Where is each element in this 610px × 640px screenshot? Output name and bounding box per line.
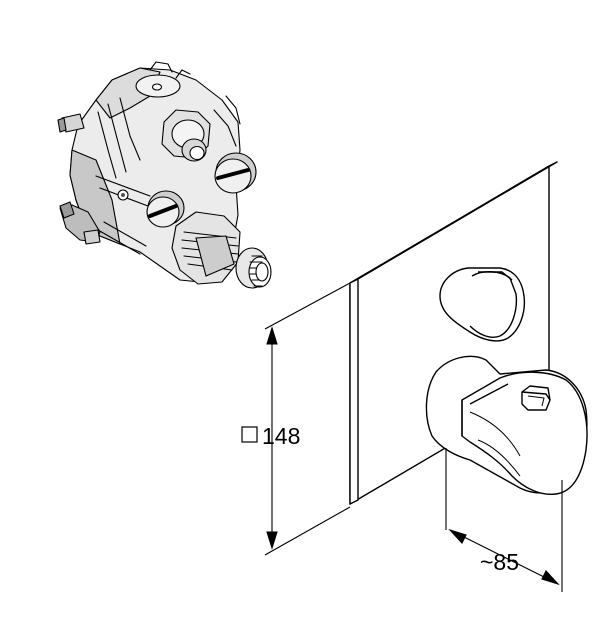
height-label: 148 — [262, 423, 300, 449]
depth-dimension-line — [449, 529, 559, 585]
cover-plate — [349, 161, 558, 505]
height-arrow-top — [266, 326, 278, 345]
cover-plate-edge — [349, 278, 359, 505]
diverter-handle — [439, 267, 526, 342]
depth-arrow-right — [541, 570, 560, 586]
height-dimension — [264, 282, 351, 556]
thermostat-knob — [425, 355, 588, 495]
height-extension-top — [264, 282, 351, 330]
square-symbol — [241, 426, 258, 443]
depth-arrow-left — [448, 528, 467, 544]
depth-label: ~85 — [480, 549, 519, 575]
knob-indicator — [521, 385, 551, 411]
concealed-valve-body — [57, 61, 272, 289]
height-arrow-bottom — [266, 531, 278, 550]
height-extension-bottom — [264, 506, 351, 556]
depth-dimension — [445, 448, 563, 592]
